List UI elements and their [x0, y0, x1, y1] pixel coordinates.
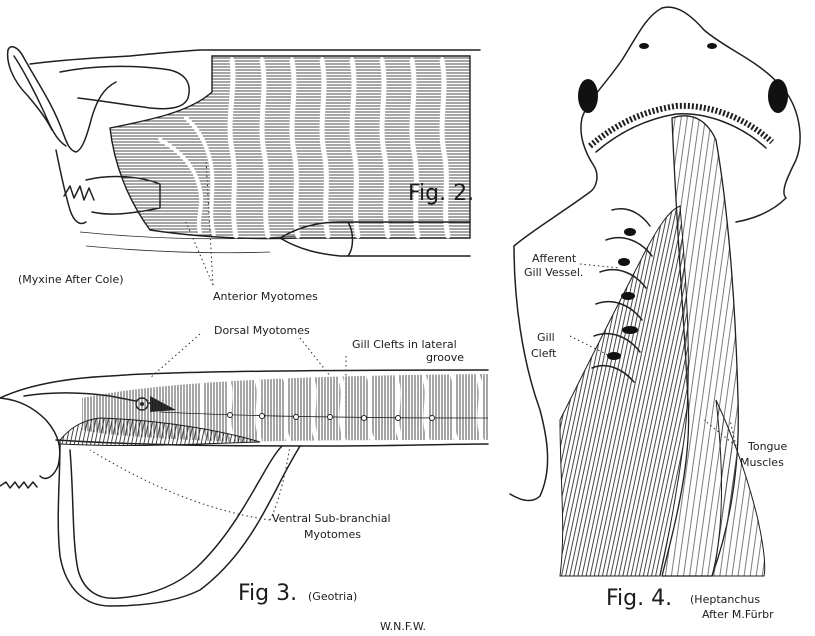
- fig4-figure-label: Fig. 4.: [606, 586, 672, 611]
- fig2-snout-inner: [14, 56, 66, 146]
- fig3-gill-clefts-label-2: groove: [426, 351, 464, 364]
- fig2-teeth: [64, 186, 94, 200]
- fig4-afferent-label-1: Afferent: [532, 252, 577, 265]
- fig4-afferent-leader: [580, 264, 620, 268]
- fig3-head-outline: [0, 398, 60, 478]
- fig3-dorsal-myotomes-label: Dorsal Myotomes: [214, 324, 310, 337]
- fig3-geotria-drawing: [0, 334, 488, 606]
- fig4-left-nostril: [639, 43, 649, 49]
- fig4-body-right: [736, 198, 786, 222]
- fig4-caption-line-1: (Heptanchus: [690, 593, 760, 606]
- fig4-gill-cleft-label-2: Cleft: [531, 347, 557, 360]
- fig3-ventral-label-1: Ventral Sub-branchial: [272, 512, 391, 525]
- fig3-lower-loop-inner: [70, 446, 282, 598]
- fig3-figure-label: Fig 3.: [238, 581, 297, 606]
- fig2-upper-plate: [60, 66, 189, 108]
- artist-signature: W.N.F.W.: [380, 620, 426, 633]
- fig4-tongue-label-2: Muscles: [740, 456, 784, 469]
- fig2-caption: (Myxine After Cole): [18, 273, 124, 286]
- fig4-caption-line-2: After M.Fürbr: [702, 608, 774, 621]
- fig2-figure-label: Fig. 2.: [408, 181, 474, 206]
- fig3-oral-teeth: [0, 482, 37, 488]
- fig3-ventral-label-2: Myotomes: [304, 528, 361, 541]
- fig2-anterior-myotomes-label: Anterior Myotomes: [213, 290, 318, 303]
- fig2-myxine-drawing: [8, 47, 480, 285]
- fig4-left-eye: [578, 79, 598, 113]
- fig4-right-eye: [768, 79, 788, 113]
- fig3-caption: (Geotria): [308, 590, 357, 603]
- fig4-afferent-label-2: Gill Vessel.: [524, 266, 583, 279]
- fig3-dorsal-leader: [150, 334, 200, 378]
- fig2-snout-outline: [8, 47, 116, 152]
- fig4-gill-cleft-label-1: Gill: [537, 331, 555, 344]
- fig4-right-nostril: [707, 43, 717, 49]
- fig4-tongue-label-1: Tongue: [747, 440, 788, 453]
- fig3-gill-clefts-label-1: Gill Clefts in lateral: [352, 338, 457, 351]
- fig4-heptanchus-drawing: [510, 7, 800, 576]
